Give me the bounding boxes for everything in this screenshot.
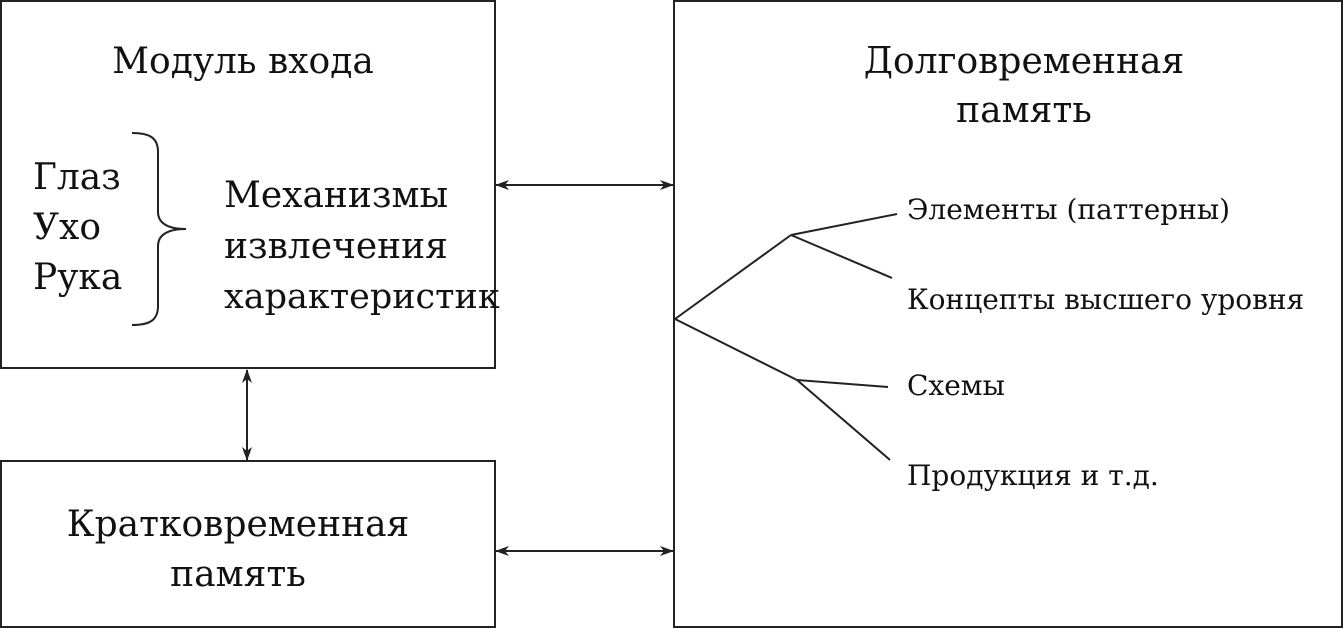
organ-hand-label: Рука — [33, 257, 123, 298]
short-term-memory-title-line1: Кратковременная — [66, 504, 410, 545]
input-module-title: Модуль входа — [112, 41, 374, 82]
curly-brace-icon — [131, 132, 187, 326]
branch-schemas — [796, 379, 889, 388]
branch-elements — [790, 213, 898, 236]
ltm-item-elements: Элементы (паттерны) — [907, 193, 1231, 226]
branch-concepts — [790, 234, 893, 279]
branch-root-upper — [674, 234, 792, 320]
long-term-memory-box — [673, 0, 1343, 628]
short-term-memory-box — [0, 460, 496, 628]
mechanisms-label-line3: характеристик — [224, 277, 500, 317]
branch-productions — [796, 379, 891, 461]
long-term-memory-title-line2: память — [956, 90, 1092, 131]
ltm-item-concepts: Концепты высшего уровня — [907, 283, 1305, 316]
organ-eye-label: Глаз — [33, 157, 121, 198]
long-term-memory-title-line1: Долговременная — [863, 41, 1185, 82]
mechanisms-label-line2: извлечения — [224, 226, 448, 267]
mechanisms-label-line1: Механизмы — [224, 175, 449, 216]
organ-ear-label: Ухо — [33, 207, 101, 248]
ltm-item-productions: Продукция и т.д. — [907, 459, 1159, 492]
ltm-item-schemas: Схемы — [907, 369, 1005, 402]
short-term-memory-title-line2: память — [170, 554, 306, 595]
branch-root-lower — [674, 318, 798, 381]
